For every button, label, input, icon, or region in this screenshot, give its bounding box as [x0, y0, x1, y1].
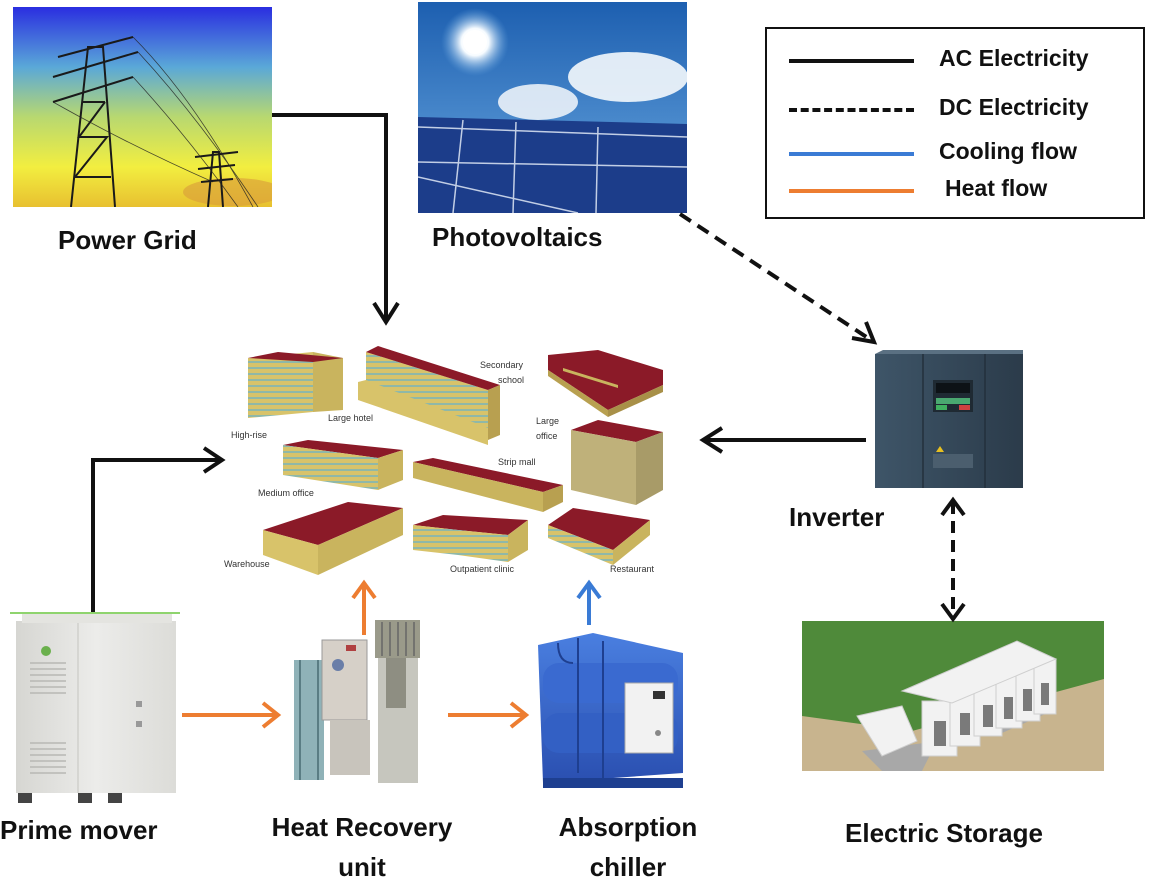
- legend: AC Electricity DC Electricity Cooling fl…: [765, 27, 1145, 219]
- legend-item-ac: AC Electricity: [789, 45, 1129, 75]
- electric-storage-label: Electric Storage: [845, 818, 1043, 848]
- absorption-chiller-image: [533, 633, 703, 793]
- cooling-arrow-chiller-to-buildings: [576, 579, 602, 625]
- inverter-label: Inverter: [789, 502, 885, 532]
- dc-line-swatch: [789, 108, 914, 112]
- building-large-hotel: [358, 346, 500, 445]
- label-secondary-school-1: Secondary: [480, 360, 524, 370]
- building-warehouse: [263, 502, 403, 575]
- absorption-chiller-label-line1: Absorption: [558, 812, 698, 842]
- generator-cabinet-icon: [16, 613, 176, 803]
- label-secondary-school-2: school: [498, 375, 525, 385]
- cooling-line-swatch: [789, 152, 914, 156]
- label-restaurant: Restaurant: [610, 564, 655, 574]
- heat-arrow-hru-to-chiller: [448, 701, 530, 729]
- legend-label-cooling: Cooling flow: [939, 138, 1077, 164]
- ac-line-swatch: [789, 59, 914, 63]
- heat-arrow-primemover-to-hru: [182, 701, 282, 729]
- photovoltaics-label: Photovoltaics: [432, 222, 603, 252]
- building-high-rise: [248, 352, 343, 418]
- dc-arrow-pv-to-inverter: [678, 212, 878, 345]
- dc-arrow-inverter-storage: [940, 496, 966, 623]
- transmission-tower-icon: [13, 7, 283, 208]
- electric-storage-image: [802, 621, 1104, 771]
- heat-recovery-label-line2: unit: [338, 852, 386, 882]
- legend-item-heat: Heat flow: [789, 175, 1129, 205]
- ac-arrow-grid-to-buildings: [272, 113, 400, 326]
- label-large-office-2: office: [536, 431, 558, 441]
- legend-label-ac: AC Electricity: [939, 45, 1089, 71]
- absorption-chiller-label-line2: chiller: [589, 852, 667, 882]
- legend-label-heat: Heat flow: [945, 175, 1048, 201]
- building-large-office: [571, 420, 663, 505]
- label-outpatient-clinic: Outpatient clinic: [450, 564, 515, 574]
- heat-arrow-hru-to-buildings: [351, 579, 377, 635]
- label-strip-mall: Strip mall: [498, 457, 536, 467]
- legend-item-dc: DC Electricity: [789, 94, 1129, 124]
- legend-label-dc: DC Electricity: [939, 94, 1089, 120]
- building-strip-mall: [413, 458, 563, 512]
- label-medium-office: Medium office: [258, 488, 314, 498]
- prime-mover-image: [8, 613, 178, 803]
- label-warehouse: Warehouse: [224, 559, 270, 569]
- legend-item-cooling: Cooling flow: [789, 138, 1129, 168]
- power-grid-image: [13, 7, 283, 208]
- inverter-icon: [875, 350, 1023, 488]
- prime-mover-label: Prime mover: [0, 815, 158, 845]
- battery-bank-icon: [802, 621, 1104, 771]
- building-medium-office: [283, 440, 403, 490]
- chiller-icon: [538, 633, 683, 788]
- buildings-cluster: High-rise Large hotel Secondary school L…: [218, 340, 683, 590]
- buildings-icon: [248, 346, 663, 575]
- heat-exchanger-icon: [294, 620, 420, 783]
- label-large-office-1: Large: [536, 416, 560, 426]
- label-high-rise: High-rise: [231, 430, 268, 440]
- heat-recovery-label-line1: Heat Recovery: [271, 812, 453, 842]
- heat-line-swatch: [789, 189, 914, 193]
- building-secondary-school: [548, 350, 663, 417]
- power-grid-label: Power Grid: [58, 225, 197, 255]
- inverter-image: [873, 350, 1023, 490]
- label-large-hotel: Large hotel: [328, 413, 374, 423]
- building-outpatient-clinic: [413, 515, 528, 562]
- heat-recovery-image: [290, 620, 450, 790]
- ac-arrow-inverter-to-buildings: [699, 426, 866, 454]
- ac-arrow-primemover-to-buildings: [91, 446, 226, 613]
- solar-panel-icon: [417, 2, 688, 214]
- building-restaurant: [548, 508, 650, 565]
- photovoltaics-image: [417, 2, 688, 214]
